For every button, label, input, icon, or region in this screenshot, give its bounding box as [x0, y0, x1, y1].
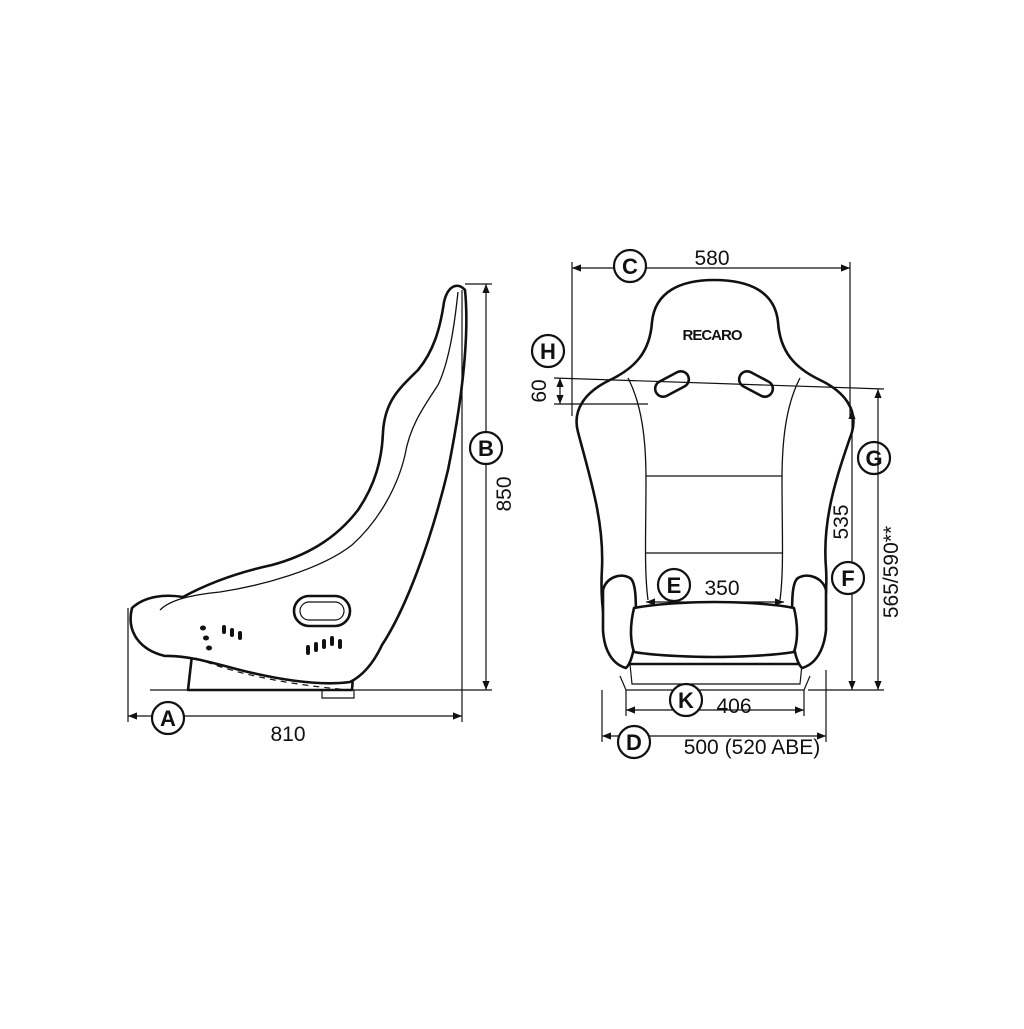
front-seat-rail-inner [629, 663, 803, 685]
dim-g-value: 535 [830, 504, 853, 539]
side-slider-dashed [195, 657, 351, 691]
front-seat-rail [619, 675, 811, 691]
dim-h: H 60 [528, 333, 566, 404]
seat-side-view [127, 283, 492, 722]
dim-a: A 810 [128, 700, 462, 746]
dim-f: F 565/590** [830, 389, 903, 690]
side-seat-shell [129, 284, 468, 685]
dim-h-ext-top [553, 377, 885, 390]
dim-h-marker [530, 333, 566, 369]
dim-e: E 350 [646, 567, 784, 606]
dim-e-marker [656, 567, 692, 603]
dim-k-value: 406 [716, 695, 751, 718]
side-mount-base-plate [321, 690, 355, 699]
dim-c-letter: C [622, 254, 638, 279]
dim-h-letter: H [540, 339, 556, 364]
dim-f-letter: F [841, 566, 854, 591]
dim-a-marker [150, 700, 186, 736]
dim-e-letter: E [667, 573, 682, 598]
dim-f-value: 565/590** [880, 526, 903, 618]
dim-c: C 580 [572, 247, 850, 284]
dim-a-value: 810 [270, 723, 305, 746]
side-bracket-holes [200, 625, 342, 655]
dim-d-letter: D [626, 730, 642, 755]
dim-f-marker [830, 560, 866, 596]
front-belt-slot-right [737, 370, 775, 398]
dim-k-letter: K [678, 688, 694, 713]
dim-g-letter: G [865, 446, 882, 471]
side-shell-seam [159, 291, 459, 611]
front-left-seam [627, 377, 649, 601]
dim-b-letter: B [478, 436, 494, 461]
dim-a-letter: A [160, 706, 176, 731]
dim-c-value: 580 [694, 247, 729, 270]
side-hip-cutout [292, 594, 352, 628]
dim-h-value: 60 [528, 379, 551, 402]
side-hip-cutout-inner [299, 601, 345, 621]
dim-e-value: 350 [704, 577, 739, 600]
dim-b: B 850 [468, 284, 516, 690]
seat-front-view: RECARO [553, 262, 885, 742]
dim-k-marker [668, 682, 704, 718]
dim-c-marker [612, 248, 648, 284]
recaro-logo-text: RECARO [682, 327, 742, 344]
dim-k: K 406 [626, 682, 804, 718]
dim-d: D 500 (520 ABE) [602, 724, 826, 760]
dim-b-marker [468, 430, 504, 466]
front-right-seam [779, 377, 801, 601]
dim-g-marker [856, 440, 892, 476]
dim-d-value: 500 (520 ABE) [684, 736, 821, 759]
dim-d-marker [616, 724, 652, 760]
dim-b-value: 850 [493, 476, 516, 511]
front-belt-slot-left [653, 370, 691, 398]
front-seat-cushion [629, 600, 799, 659]
